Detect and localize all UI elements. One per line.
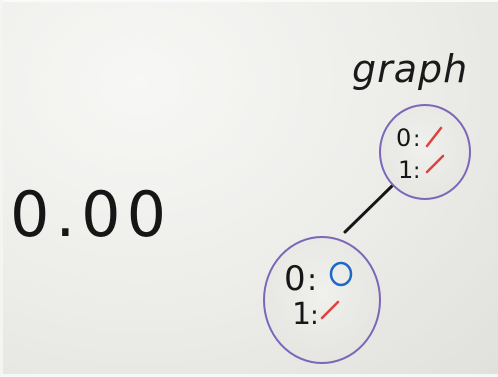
node-bottom-outline xyxy=(263,236,381,364)
node-bottom-row1-colon: : xyxy=(310,301,319,331)
big-number-text: 0.00 xyxy=(10,178,172,251)
node-top-row0-key: 0 xyxy=(396,124,411,152)
node-bottom-row0-key: 0 xyxy=(284,259,306,299)
node-bottom-row0-circle-mark xyxy=(329,261,353,287)
graph-edge xyxy=(343,184,394,234)
node-top-outline xyxy=(379,104,471,200)
node-bottom-row0-colon: : xyxy=(307,263,317,298)
node-top-row0-slash-mark xyxy=(425,126,443,148)
board-edge-bottom xyxy=(0,374,498,377)
board-edge-left xyxy=(0,0,3,377)
node-top-row1-key: 1 xyxy=(398,156,413,184)
graph-node-bottom: 0 : 1 : xyxy=(263,236,381,364)
node-top-row1-slash-mark xyxy=(425,154,445,174)
graph-title: graph xyxy=(352,47,468,91)
node-bottom-row1-slash-mark xyxy=(320,300,340,320)
node-top-row0-colon: : xyxy=(413,127,420,152)
graph-node-top: 0 : 1 : xyxy=(379,104,471,200)
node-top-row1-colon: : xyxy=(413,159,420,184)
node-bottom-row1-key: 1 xyxy=(292,297,311,332)
board-edge-top xyxy=(0,0,498,2)
